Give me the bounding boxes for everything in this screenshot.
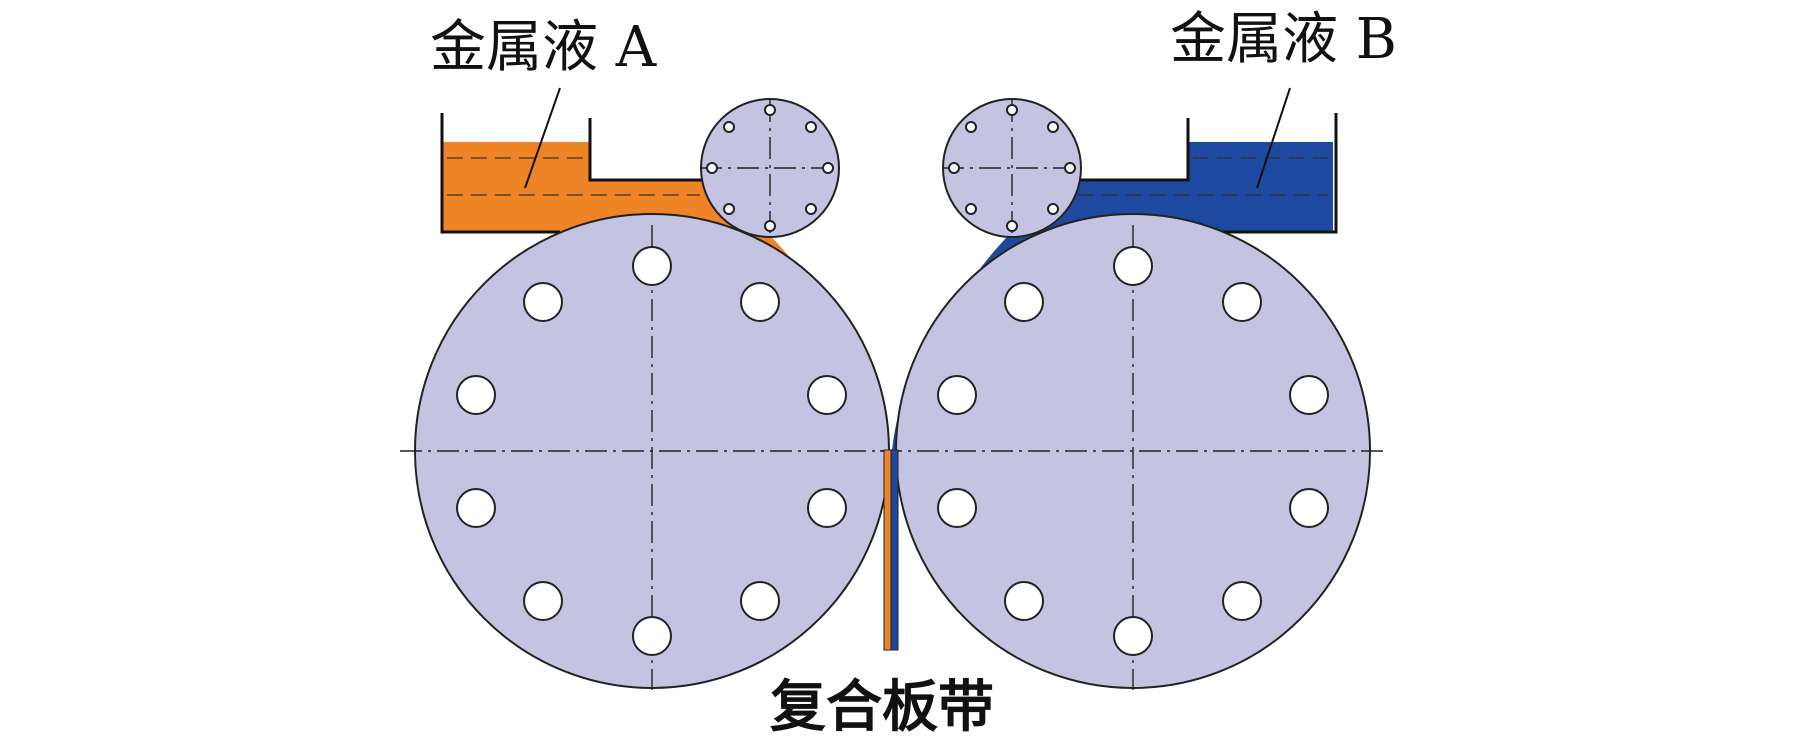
roller-hole <box>1047 121 1059 133</box>
roller-hole <box>523 282 563 322</box>
roller-hole <box>706 162 718 174</box>
small-roller-b-holes <box>948 104 1076 232</box>
large-roller-a-holes <box>456 246 847 656</box>
roller-hole <box>965 121 977 133</box>
roller-hole <box>1004 282 1044 322</box>
roller-hole <box>1222 282 1262 322</box>
roller-hole <box>632 246 672 286</box>
large-roller-b-holes <box>937 246 1329 656</box>
metal-a-label: 金属液 A <box>430 15 657 80</box>
metal-b-label: 金属液 B <box>1170 7 1397 72</box>
roller-hole <box>1064 162 1076 174</box>
roller-hole <box>1222 581 1262 621</box>
roller-hole <box>1006 220 1018 232</box>
roller-hole <box>805 203 817 215</box>
left-assembly <box>400 98 905 690</box>
metal-a-liquid <box>442 142 890 470</box>
roller-hole <box>805 121 817 133</box>
roller-hole <box>523 581 563 621</box>
composite-strip-label: 复合板带 <box>770 674 994 740</box>
composite-strip-a-layer <box>883 449 892 651</box>
tundish-a-wall <box>440 113 705 234</box>
roller-hole <box>740 282 780 322</box>
roller-hole <box>764 104 776 116</box>
roller-hole <box>740 581 780 621</box>
roller-hole <box>1006 104 1018 116</box>
metal-b-liquid <box>892 142 1333 470</box>
roller-hole <box>1113 616 1153 656</box>
roller-hole <box>723 203 735 215</box>
roller-hole <box>1289 488 1329 528</box>
roller-hole <box>1289 375 1329 415</box>
roller-hole <box>1047 203 1059 215</box>
roller-hole <box>822 162 834 174</box>
tundish-b-wall <box>1073 113 1338 234</box>
roller-hole <box>937 375 977 415</box>
roller-hole <box>632 616 672 656</box>
roller-hole <box>1004 581 1044 621</box>
small-roller-a-holes <box>706 104 834 232</box>
roller-hole <box>807 488 847 528</box>
roller-hole <box>965 203 977 215</box>
roller-hole <box>764 220 776 232</box>
roller-hole <box>1113 246 1153 286</box>
roller-hole <box>456 375 496 415</box>
roller-hole <box>456 488 496 528</box>
right-assembly <box>880 98 1385 690</box>
roller-hole <box>807 375 847 415</box>
composite-strip-b-layer <box>890 449 899 651</box>
roller-hole <box>937 488 977 528</box>
metal-b-leader <box>1256 87 1291 189</box>
roller-hole <box>948 162 960 174</box>
metal-a-leader <box>524 87 561 189</box>
composite-strip <box>883 449 899 651</box>
roller-hole <box>723 121 735 133</box>
